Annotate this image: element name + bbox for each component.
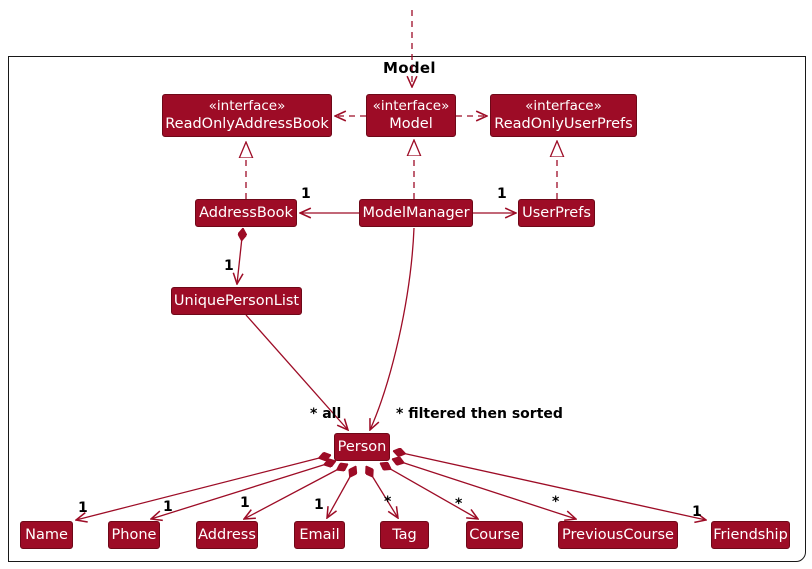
edge-uniquepersonlist-to-person — [245, 314, 348, 430]
edge-person-to-name — [76, 455, 331, 520]
stereotype-label: «interface» — [525, 98, 602, 114]
edge-person-to-previouscourse — [392, 459, 576, 519]
class-phone: Phone — [108, 521, 160, 549]
class-addressbook: AddressBook — [195, 199, 297, 227]
class-uniquepersonlist: UniquePersonList — [171, 287, 302, 315]
class-name: ModelManager — [362, 204, 470, 221]
multiplicity-person-tag: * — [384, 494, 392, 510]
class-name-attribute: Name — [20, 521, 73, 549]
class-name: ReadOnlyAddressBook — [165, 116, 329, 132]
multiplicity-person-address: 1 — [240, 495, 250, 511]
frame-label: Model — [383, 59, 436, 77]
multiplicity-person-name: 1 — [78, 500, 88, 516]
multiplicity-person-phone: 1 — [163, 499, 173, 515]
multiplicity-person-previouscourse: * — [552, 494, 560, 510]
edge-modelmanager-to-person — [370, 227, 415, 430]
class-name: Phone — [111, 526, 157, 543]
class-person: Person — [334, 433, 390, 461]
edge-person-to-address — [244, 464, 348, 519]
class-friendship: Friendship — [711, 521, 790, 549]
edge-person-to-tag — [366, 466, 398, 518]
class-name: ReadOnlyUserPrefs — [494, 116, 633, 132]
class-tag: Tag — [380, 521, 429, 549]
class-name: Course — [469, 526, 520, 543]
class-model-interface: «interface» Model — [366, 94, 456, 137]
class-name: Friendship — [713, 526, 788, 543]
class-name: Name — [25, 526, 68, 543]
multiplicity-modelmanager-addressbook: 1 — [301, 186, 311, 202]
class-name: Email — [299, 526, 340, 543]
class-name: AddressBook — [199, 204, 293, 221]
multiplicity-person-course: * — [455, 496, 463, 512]
multiplicity-person-email: 1 — [314, 497, 324, 513]
class-modelmanager: ModelManager — [359, 199, 473, 227]
edge-addressbook-to-uniquepersonlist — [237, 228, 243, 284]
annotation-filtered-then-sorted: * filtered then sorted — [396, 406, 563, 422]
model-package-frame — [8, 56, 806, 562]
stereotype-label: «interface» — [208, 98, 286, 114]
multiplicity-modelmanager-userprefs: 1 — [497, 186, 507, 202]
class-name: Address — [198, 526, 256, 543]
class-name: Person — [337, 438, 387, 455]
stereotype-label: «interface» — [372, 98, 450, 114]
class-email: Email — [294, 521, 345, 549]
edge-person-to-email — [327, 466, 356, 518]
class-name: UserPrefs — [522, 204, 591, 221]
class-readonlyuserprefs: «interface» ReadOnlyUserPrefs — [490, 94, 637, 137]
class-name: Model — [389, 116, 433, 132]
class-userprefs: UserPrefs — [518, 199, 595, 227]
class-previouscourse: PreviousCourse — [558, 521, 678, 549]
class-course: Course — [466, 521, 523, 549]
class-name: UniquePersonList — [173, 292, 300, 309]
class-name: PreviousCourse — [562, 526, 674, 543]
annotation-all: * all — [310, 406, 342, 422]
multiplicity-person-friendship: 1 — [692, 504, 702, 520]
edge-person-to-friendship — [393, 451, 706, 520]
class-readonlyaddressbook: «interface» ReadOnlyAddressBook — [162, 94, 332, 137]
class-name: Tag — [392, 526, 417, 543]
class-address: Address — [196, 521, 258, 549]
multiplicity-addressbook-uniquepersonlist: 1 — [224, 258, 234, 274]
